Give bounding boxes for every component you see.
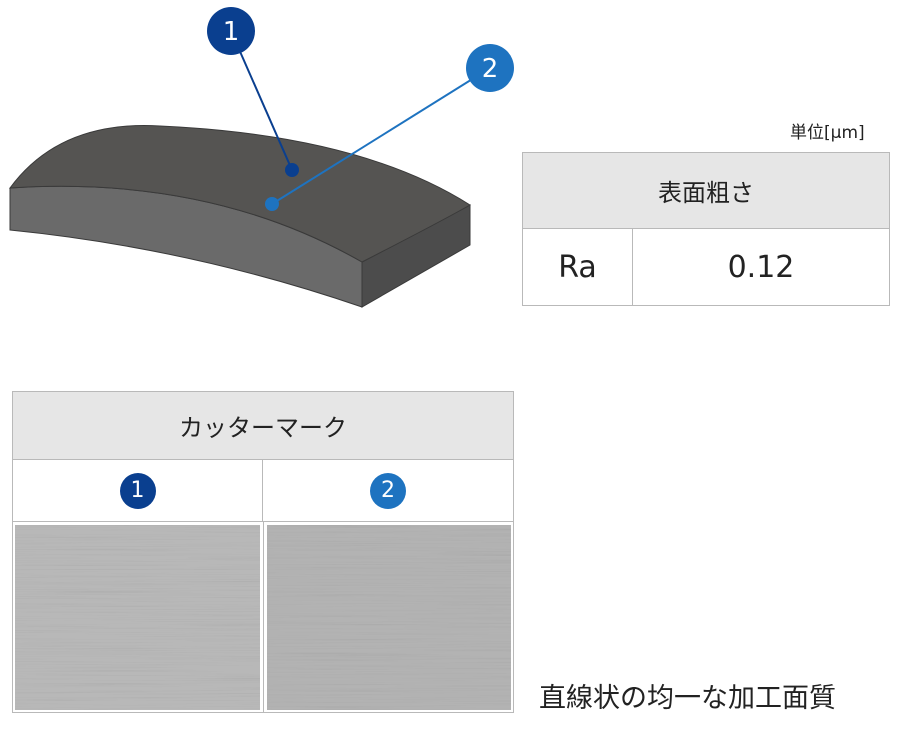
point-2-dot <box>265 197 279 211</box>
cutter-mark-table: カッターマーク 1 2 <box>12 391 514 713</box>
cutter-mark-header: カッターマーク <box>13 392 513 460</box>
surface-quality-caption: 直線状の均一な加工面質 <box>539 683 836 714</box>
column-divider <box>263 522 264 712</box>
roughness-param-value: 0.12 <box>727 249 795 285</box>
marker-2: 2 <box>466 44 514 92</box>
unit-label: 単位[μm] <box>790 123 865 143</box>
workpiece-top-surface <box>8 125 471 263</box>
leader-line-2 <box>271 67 491 205</box>
leader-line-1 <box>230 30 293 171</box>
cutter-col-2-head: 2 <box>263 460 513 522</box>
surface-texture-2 <box>267 525 511 710</box>
surface-roughness-table: 表面粗さ Ra 0.12 <box>522 152 890 306</box>
marker-2-badge: 2 <box>370 472 406 509</box>
workpiece-illustration: 1 2 <box>8 7 514 308</box>
point-1-dot <box>285 163 299 177</box>
marker-1-badge: 1 <box>119 472 156 509</box>
marker-1-label: 1 <box>223 17 240 47</box>
roughness-table-header: 表面粗さ <box>523 153 889 229</box>
cutter-col-1-head: 1 <box>13 460 263 522</box>
marker-2-label: 2 <box>482 54 499 84</box>
surface-texture-1 <box>15 525 260 710</box>
marker-1: 1 <box>207 7 255 55</box>
roughness-param-label: Ra <box>523 229 633 305</box>
